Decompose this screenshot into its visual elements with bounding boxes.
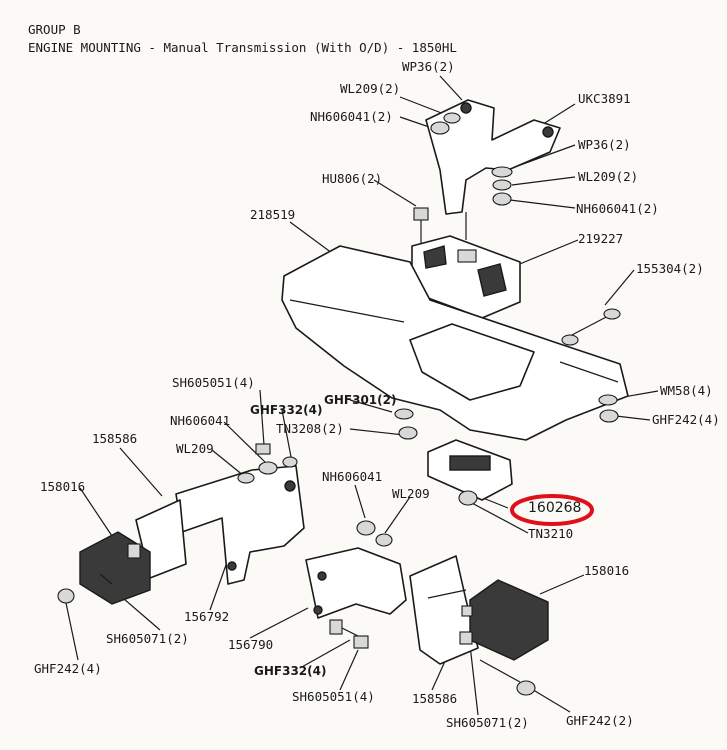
fastener-stack-mid	[356, 520, 393, 547]
bolt-sh605051	[329, 619, 369, 649]
bolt-hu806	[413, 207, 429, 246]
rubber-mount-219227	[411, 235, 521, 319]
label-tn3208: TN3208(2)	[276, 421, 344, 436]
leader-lines	[65, 75, 659, 716]
mounting-bracket-ukc3891	[425, 99, 561, 240]
label-ghf242-left: GHF242(4)	[34, 661, 102, 676]
fastener-stack-left	[237, 443, 298, 484]
label-ukc3891: UKC3891	[578, 91, 631, 106]
label-156792: 156792	[184, 609, 230, 624]
label-wp36-top: WP36(2)	[402, 59, 455, 74]
label-ghf332-bottom: GHF332(4)	[254, 664, 327, 678]
label-tn3210: TN3210	[528, 526, 574, 541]
fastener-stack-right	[598, 394, 619, 423]
label-nh606041-left: NH606041	[170, 413, 231, 428]
label-hu806: HU806(2)	[322, 171, 383, 186]
label-156790: 156790	[228, 637, 274, 652]
bracket-156790	[305, 547, 407, 619]
label-158016-right: 158016	[584, 563, 630, 578]
stud-155304	[561, 308, 621, 346]
label-ghf242-bottom: GHF242(2)	[566, 713, 634, 728]
label-ghf332-top: GHF332(4)	[250, 403, 323, 417]
label-wl209-mid: WL209	[392, 486, 430, 501]
rubber-mount-158016-left	[57, 531, 151, 605]
label-wm58: WM58(4)	[660, 383, 713, 398]
label-sh605071-left: SH605071(2)	[106, 631, 189, 646]
rubber-mount-158016-right	[459, 579, 549, 696]
highlight-ring	[510, 494, 594, 526]
label-nh606041-mid: NH606041	[322, 469, 383, 484]
label-218519: 218519	[250, 207, 296, 222]
label-nh606041-top: NH606041(2)	[310, 109, 393, 124]
nut-tn3210	[458, 490, 478, 506]
label-wp36-right: WP36(2)	[578, 137, 631, 152]
diagram-title: ENGINE MOUNTING - Manual Transmission (W…	[28, 40, 457, 55]
label-ghf301: GHF301(2)	[324, 393, 397, 407]
group-heading: GROUP B	[28, 22, 81, 37]
fastener-stack-centre	[394, 408, 418, 440]
label-155304: 155304(2)	[636, 261, 704, 276]
label-160268: 160268	[528, 500, 582, 516]
label-219227: 219227	[578, 231, 624, 246]
label-wl209-top: WL209(2)	[340, 81, 401, 96]
label-158586-bottom: 158586	[412, 691, 458, 706]
label-158586-left: 158586	[92, 431, 138, 446]
label-nh606041-right: NH606041(2)	[576, 201, 659, 216]
label-sh605051-top: SH605051(4)	[172, 375, 255, 390]
label-ghf242-right: GHF242(4)	[652, 412, 720, 427]
crossmember-218519	[281, 245, 629, 441]
bracket-156792	[135, 465, 305, 585]
label-sh605071-bottom: SH605071(2)	[446, 715, 529, 730]
label-158016-left: 158016	[40, 479, 86, 494]
fastener-stack-top	[430, 112, 513, 206]
rubber-mount-160268	[427, 439, 513, 501]
label-wl209-left: WL209	[176, 441, 214, 456]
label-wl209-right: WL209(2)	[578, 169, 639, 184]
label-sh605051-bottom: SH605051(4)	[292, 689, 375, 704]
